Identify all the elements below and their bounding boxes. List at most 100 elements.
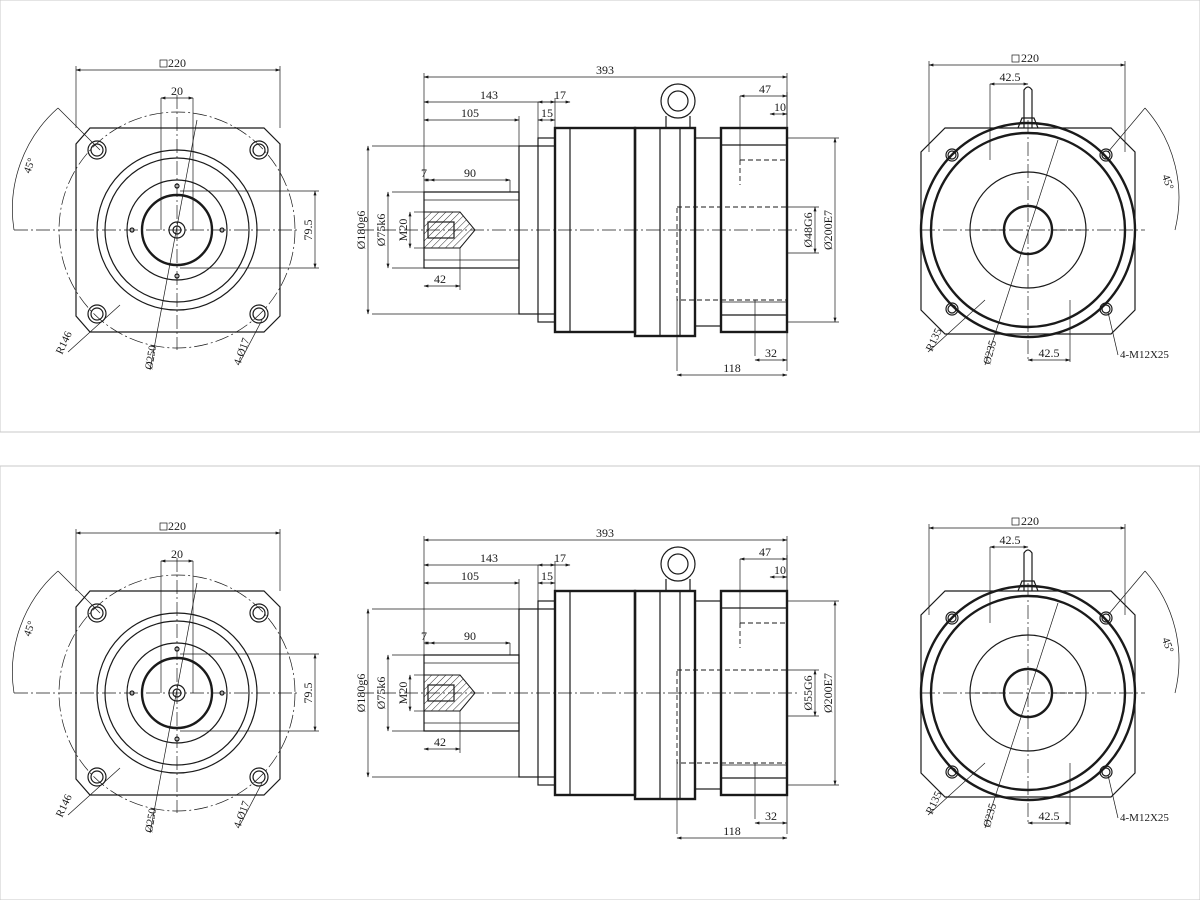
front-holes-leader	[239, 319, 263, 363]
rear-tap-hole-inner-3	[1101, 767, 1111, 777]
side-ring-band	[659, 127, 681, 337]
side-118-dim-label: 118	[723, 824, 741, 838]
side-32-dim-label: 32	[765, 809, 777, 823]
front-pcd-label: Ø250	[143, 807, 159, 834]
front-radius-leader	[67, 767, 121, 816]
rear-angle-label: 45°	[1159, 636, 1176, 655]
rear-tap-hole-0	[945, 611, 959, 625]
front-mount-hole-2	[87, 304, 107, 324]
front-mount-hole-inner-1	[252, 606, 266, 620]
front-mount-hole-inner-0	[90, 606, 104, 620]
rear-tap-hole-1	[1099, 148, 1113, 162]
square-symbol	[159, 59, 168, 68]
side-eyebolt-inner	[667, 90, 689, 112]
rear-square-symbol	[1011, 517, 1020, 526]
rear-tap-hole-3	[1099, 765, 1113, 779]
rear-pcd-leader	[984, 602, 1059, 829]
side-overall-dim-label: 393	[596, 526, 614, 540]
drawing-panel-bottom	[0, 465, 1200, 901]
rear-radius-leader	[927, 762, 986, 816]
front-square-dim-label: 220	[168, 56, 186, 70]
rear-tap-hole-2	[945, 302, 959, 316]
side-17-dim-label: 17	[554, 551, 566, 565]
rear-holes-label: 4-M12X25	[1120, 349, 1169, 361]
front-mount-hole-1	[249, 140, 269, 160]
front-holes-leader	[239, 782, 263, 826]
side-eyebolt-inner	[667, 553, 689, 575]
side-90-dim-label: 90	[464, 166, 476, 180]
side-10-dim-label: 10	[774, 100, 786, 114]
side-eyebolt-neck	[665, 579, 691, 591]
front-flange-outline	[75, 127, 281, 333]
rear-holes-leader	[1107, 774, 1119, 819]
side-ring-band	[659, 590, 681, 800]
side-pilot-dim-label: Ø180g6	[354, 211, 368, 250]
front-mount-hole-inner-3	[252, 770, 266, 784]
side-shaft-dim-label: Ø75k6	[374, 677, 388, 710]
front-mount-hole-0	[87, 603, 107, 623]
side-17-dim-label: 17	[554, 88, 566, 102]
side-outer-dim-label: Ø200E7	[821, 210, 835, 250]
side-15-dim-label: 15	[541, 569, 553, 583]
front-mount-hole-1	[249, 603, 269, 623]
front-pcd-label: Ø250	[143, 344, 159, 371]
side-eyebolt-outer	[660, 546, 696, 582]
rear-angle-arc	[1144, 570, 1180, 694]
square-symbol	[159, 522, 168, 531]
front-height-dim-label: 79.5	[301, 683, 315, 704]
front-radius-leader	[67, 304, 121, 353]
side-eyebolt-neck	[665, 116, 691, 128]
rear-angle-leader	[1107, 570, 1146, 616]
rear-tap-hole-inner-3	[1101, 304, 1111, 314]
side-143-dim-label: 143	[480, 88, 498, 102]
front-height-dim-label: 79.5	[301, 220, 315, 241]
side-90-dim-label: 90	[464, 629, 476, 643]
rear-425-top-dim-label: 42.5	[1000, 533, 1021, 547]
side-thread-dim-label: M20	[396, 682, 410, 705]
front-mount-hole-inner-1	[252, 143, 266, 157]
rear-tap-hole-inner-1	[1101, 150, 1111, 160]
rear-lifting-pin	[1023, 549, 1033, 591]
side-105-dim-label: 105	[461, 569, 479, 583]
rear-pcd-leader	[984, 139, 1059, 366]
side-15-dim-label: 15	[541, 106, 553, 120]
rear-tap-hole-3	[1099, 302, 1113, 316]
front-mount-hole-inner-3	[252, 307, 266, 321]
side-42-dim-label: 42	[434, 735, 446, 749]
rear-tap-hole-1	[1099, 611, 1113, 625]
rear-tap-hole-inner-2	[947, 304, 957, 314]
rear-tap-hole-inner-2	[947, 767, 957, 777]
front-square-dim-label: 220	[168, 519, 186, 533]
rear-tap-hole-inner-1	[1101, 613, 1111, 623]
side-118-dim-label: 118	[723, 361, 741, 375]
rear-pin-base	[1017, 117, 1039, 129]
side-shaft-dim-label: Ø75k6	[374, 214, 388, 247]
side-bore-dim-label: Ø48G6	[801, 212, 815, 247]
rear-square-dim-label: 220	[1021, 51, 1039, 65]
rear-425-top-dim-label: 42.5	[1000, 70, 1021, 84]
rear-flange-outline	[920, 127, 1136, 335]
front-mount-hole-inner-0	[90, 143, 104, 157]
rear-425-bot-dim-label: 42.5	[1039, 346, 1060, 360]
rear-tap-hole-2	[945, 765, 959, 779]
rear-angle-arc	[1144, 107, 1180, 231]
side-105-dim-label: 105	[461, 106, 479, 120]
rear-425-bot-dim-label: 42.5	[1039, 809, 1060, 823]
front-angle-label: 45°	[22, 619, 39, 638]
rear-pin-base	[1017, 580, 1039, 592]
front-angle-arc	[12, 570, 59, 694]
drawing-panel-top	[0, 0, 1200, 433]
rear-tap-hole-inner-0	[947, 613, 957, 623]
rear-holes-label: 4-M12X25	[1120, 812, 1169, 824]
side-overall-dim-label: 393	[596, 63, 614, 77]
side-10-dim-label: 10	[774, 563, 786, 577]
rear-flange-outline	[920, 590, 1136, 798]
front-pcd-leader	[149, 119, 198, 371]
front-mount-hole-inner-2	[90, 770, 104, 784]
rear-tap-hole-inner-0	[947, 150, 957, 160]
front-offset-dim-label: 20	[171, 547, 183, 561]
side-47-dim-label: 47	[759, 82, 771, 96]
front-angle-label: 45°	[22, 156, 39, 175]
side-47-dim-label: 47	[759, 545, 771, 559]
